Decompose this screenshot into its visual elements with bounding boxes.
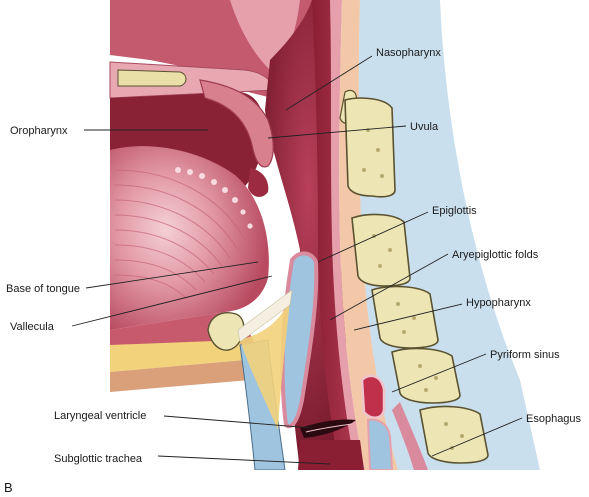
tongue-muscle-fibers	[114, 169, 246, 299]
subglottic-lumen	[298, 440, 364, 470]
pharyngeal-lumen	[265, 0, 352, 470]
palate-bone	[117, 69, 187, 87]
lingual-tonsil	[248, 168, 269, 197]
leader-aryepiglottic-folds	[329, 253, 449, 321]
tongue-surface-papillae	[175, 167, 253, 229]
leader-laryngeal-ventricle	[163, 415, 313, 429]
posterior-pharyngeal-wall	[312, 0, 358, 470]
leader-base-of-tongue	[85, 261, 259, 289]
esophagus-wall	[392, 402, 428, 470]
leader-pyriform-sinus	[391, 353, 487, 393]
leader-hypopharynx	[353, 303, 463, 331]
label-hypopharynx: Hypopharynx	[466, 297, 531, 309]
leader-epiglottis	[317, 211, 429, 263]
vocal-fold-highlight	[305, 423, 353, 433]
label-pyriform-sinus: Pyriform sinus	[490, 349, 560, 361]
leader-esophagus	[431, 417, 523, 457]
label-laryngeal-ventricle: Laryngeal ventricle	[54, 410, 146, 422]
label-subglottic-trachea: Subglottic trachea	[54, 453, 143, 465]
leader-nasopharynx	[285, 55, 373, 111]
label-uvula: Uvula	[410, 121, 439, 133]
panel-letter: B	[4, 480, 13, 495]
leader-lines	[71, 55, 523, 465]
label-oropharynx: Oropharynx	[10, 125, 68, 137]
labels: Nasopharynx Oropharynx Uvula Epiglottis …	[4, 47, 582, 495]
label-base-of-tongue: Base of tongue	[6, 283, 80, 295]
cricoid-cartilage	[366, 418, 394, 471]
label-epiglottis: Epiglottis	[432, 205, 477, 217]
leader-uvula	[267, 125, 407, 139]
soft-palate	[199, 79, 274, 168]
label-esophagus: Esophagus	[526, 413, 582, 425]
leader-subglottic-trachea	[157, 455, 331, 465]
neck-skin	[110, 360, 250, 392]
hyo-epiglottic-ligament	[237, 289, 293, 343]
arytenoid-cartilage	[360, 374, 386, 419]
tongue	[110, 146, 269, 330]
leader-vallecula	[71, 275, 273, 327]
label-nasopharynx: Nasopharynx	[376, 47, 441, 59]
hyoid-fat-layer	[110, 340, 245, 372]
label-aryepiglottic-folds: Aryepiglottic folds	[452, 249, 539, 261]
cervical-spine	[339, 0, 540, 470]
label-vallecula: Vallecula	[10, 321, 55, 333]
posterior-wall-mucosa	[330, 0, 365, 470]
pre-epiglottic-fat	[240, 300, 290, 430]
vocal-fold	[300, 419, 356, 438]
